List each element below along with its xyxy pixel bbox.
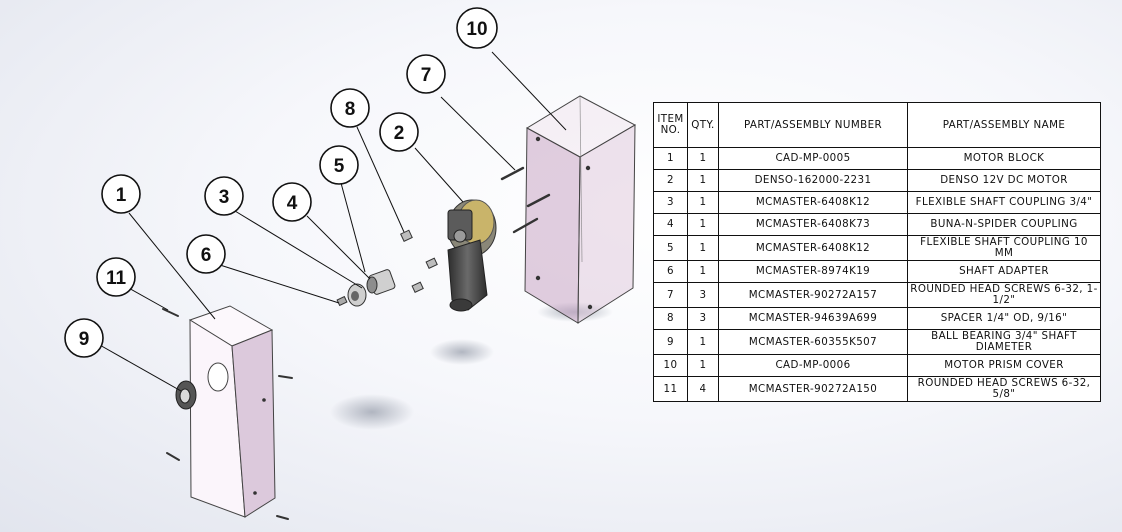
cell-item: 5: [653, 235, 688, 261]
header-part-number: PART/ASSEMBLY NUMBER: [718, 102, 908, 148]
dc-motor: [447, 199, 497, 312]
cell-qty: 1: [687, 169, 719, 192]
cell-item: 3: [653, 191, 688, 214]
spacer: [400, 229, 438, 293]
block-shadow: [330, 394, 414, 430]
cell-name: BALL BEARING 3/4" SHAFT DIAMETER: [907, 329, 1101, 355]
balloon-8: 8: [330, 88, 370, 128]
svg-text:5: 5: [334, 156, 345, 177]
cell-number: MCMASTER-6408K12: [718, 191, 908, 214]
cell-number: MCMASTER-90272A157: [718, 282, 908, 308]
cell-qty: 1: [687, 147, 719, 170]
cell-item: 8: [653, 307, 688, 330]
table-row: 6 1 MCMASTER-8974K19 SHAFT ADAPTER: [653, 260, 1101, 283]
cell-item: 11: [653, 376, 688, 402]
leader-lines: [97, 51, 567, 392]
balloon-3: 3: [204, 176, 244, 216]
cell-number: MCMASTER-6408K73: [718, 213, 908, 236]
svg-text:9: 9: [79, 329, 90, 350]
cell-name: SPACER 1/4" OD, 9/16": [907, 307, 1101, 330]
motor-block: [188, 305, 276, 518]
svg-text:2: 2: [394, 123, 405, 144]
balloon-2: 2: [379, 112, 419, 152]
screws-1-1-2: [500, 166, 551, 234]
cell-name: MOTOR PRISM COVER: [907, 354, 1101, 377]
svg-text:11: 11: [106, 268, 127, 289]
cell-name: MOTOR BLOCK: [907, 147, 1101, 170]
table-row: 3 1 MCMASTER-6408K12 FLEXIBLE SHAFT COUP…: [653, 191, 1101, 214]
balloon-11: 11: [96, 257, 136, 297]
table-row: 4 1 MCMASTER-6408K73 BUNA-N-SPIDER COUPL…: [653, 213, 1101, 236]
cell-name: ROUNDED HEAD SCREWS 6-32, 1-1/2": [907, 282, 1101, 308]
cell-item: 10: [653, 354, 688, 377]
svg-text:8: 8: [345, 99, 356, 120]
balloon-4: 4: [272, 182, 312, 222]
cell-name: BUNA-N-SPIDER COUPLING: [907, 213, 1101, 236]
prism-cover: [524, 95, 637, 324]
bill-of-materials-table: ITEM NO. QTY. PART/ASSEMBLY NUMBER PART/…: [653, 102, 1101, 402]
cell-qty: 1: [687, 354, 719, 377]
svg-text:7: 7: [421, 65, 432, 86]
balloon-9: 9: [64, 318, 104, 358]
header-item-no: ITEM NO.: [653, 102, 688, 148]
cell-item: 6: [653, 260, 688, 283]
cell-qty: 1: [687, 213, 719, 236]
svg-text:4: 4: [287, 193, 298, 214]
svg-text:3: 3: [219, 187, 230, 208]
svg-text:1: 1: [116, 185, 127, 206]
bom-header-row: ITEM NO. QTY. PART/ASSEMBLY NUMBER PART/…: [653, 102, 1101, 148]
cell-number: DENSO-162000-2231: [718, 169, 908, 192]
cell-number: CAD-MP-0005: [718, 147, 908, 170]
cell-item: 1: [653, 147, 688, 170]
shaft-couplings: [336, 269, 396, 307]
svg-text:6: 6: [201, 245, 212, 266]
cell-number: MCMASTER-90272A150: [718, 376, 908, 402]
cell-qty: 1: [687, 235, 719, 261]
table-row: 5 1 MCMASTER-6408K12 FLEXIBLE SHAFT COUP…: [653, 235, 1101, 261]
balloons: 1 2 3 4 5 6 7 8: [64, 7, 498, 358]
cell-item: 9: [653, 329, 688, 355]
cell-item: 4: [653, 213, 688, 236]
cell-name: FLEXIBLE SHAFT COUPLING 10 MM: [907, 235, 1101, 261]
cell-number: CAD-MP-0006: [718, 354, 908, 377]
table-row: 8 3 MCMASTER-94639A699 SPACER 1/4" OD, 9…: [653, 307, 1101, 330]
balloon-1: 1: [101, 174, 141, 214]
cell-qty: 1: [687, 191, 719, 214]
cell-qty: 3: [687, 282, 719, 308]
header-part-name: PART/ASSEMBLY NAME: [907, 102, 1101, 148]
cell-number: MCMASTER-94639A699: [718, 307, 908, 330]
cell-item: 7: [653, 282, 688, 308]
table-row: 10 1 CAD-MP-0006 MOTOR PRISM COVER: [653, 354, 1101, 377]
cell-number: MCMASTER-6408K12: [718, 235, 908, 261]
cell-number: MCMASTER-60355K507: [718, 329, 908, 355]
header-qty: QTY.: [687, 102, 719, 148]
balloon-5: 5: [319, 145, 359, 185]
table-row: 7 3 MCMASTER-90272A157 ROUNDED HEAD SCRE…: [653, 282, 1101, 308]
cell-qty: 1: [687, 260, 719, 283]
cell-number: MCMASTER-8974K19: [718, 260, 908, 283]
table-row: 2 1 DENSO-162000-2231 DENSO 12V DC MOTOR: [653, 169, 1101, 192]
ball-bearing: [175, 380, 197, 410]
cell-name: SHAFT ADAPTER: [907, 260, 1101, 283]
cell-item: 2: [653, 169, 688, 192]
cell-name: ROUNDED HEAD SCREWS 6-32, 5/8": [907, 376, 1101, 402]
cell-name: DENSO 12V DC MOTOR: [907, 169, 1101, 192]
motor-shadow: [430, 339, 494, 365]
cell-qty: 1: [687, 329, 719, 355]
cell-qty: 4: [687, 376, 719, 402]
table-row: 1 1 CAD-MP-0005 MOTOR BLOCK: [653, 147, 1101, 170]
screws-5-8: [162, 308, 293, 520]
table-row: 11 4 MCMASTER-90272A150 ROUNDED HEAD SCR…: [653, 376, 1101, 402]
balloon-10: 10: [456, 7, 498, 49]
balloon-7: 7: [406, 54, 446, 94]
cell-qty: 3: [687, 307, 719, 330]
table-row: 9 1 MCMASTER-60355K507 BALL BEARING 3/4"…: [653, 329, 1101, 355]
balloon-6: 6: [186, 234, 226, 274]
cell-name: FLEXIBLE SHAFT COUPLING 3/4": [907, 191, 1101, 214]
svg-text:10: 10: [466, 19, 487, 40]
